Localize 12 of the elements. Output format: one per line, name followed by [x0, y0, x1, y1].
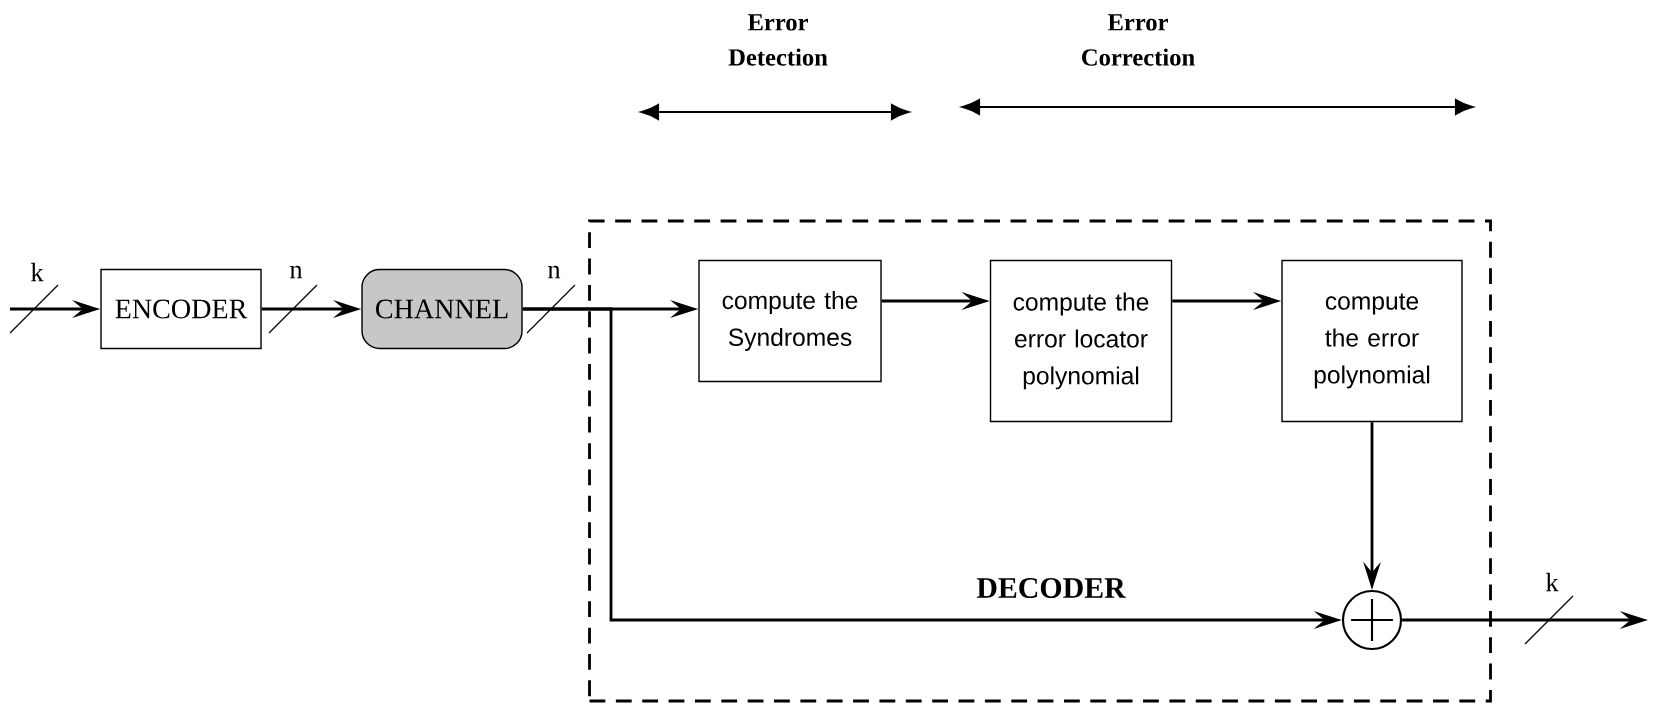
heading: Error Detection: [728, 14, 828, 66]
channel-box: CHANNEL: [361, 268, 523, 350]
edge-label: k: [1545, 572, 1559, 592]
process-box: ENCODER: [100, 268, 262, 350]
heading: Error Correction: [1082, 14, 1195, 66]
edge-label: n: [548, 265, 561, 279]
process-box: compute the Syndromes: [698, 259, 882, 383]
adder-circle: [1341, 589, 1403, 651]
edge-label: k: [30, 262, 44, 282]
edge-label: n: [290, 265, 303, 279]
process-box: compute the error locator polynomial: [989, 259, 1173, 423]
process-box: compute the error polynomial: [1281, 259, 1463, 423]
